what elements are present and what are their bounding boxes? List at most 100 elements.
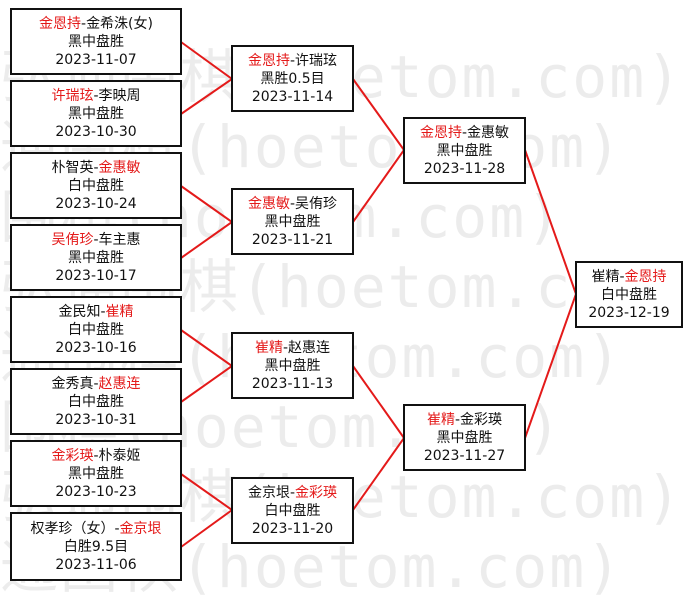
player-two-name: 赵惠连	[288, 339, 331, 356]
player-one-name: 权孝珍（女）	[30, 520, 115, 537]
vs-separator: -	[461, 124, 468, 141]
matchup-line: 金惠敏-吴侑珍	[233, 195, 352, 213]
connector-line	[180, 41, 234, 115]
game-result: 白中盘胜	[68, 177, 124, 194]
game-result: 黑中盘胜	[68, 105, 124, 122]
player-two-name: 车主惠	[98, 231, 141, 248]
connector-line	[180, 329, 234, 403]
player-one-name: 朴智英	[51, 159, 94, 176]
game-result: 黑胜0.5目	[260, 70, 325, 87]
vs-separator: -	[81, 15, 87, 32]
game-result: 白中盘胜	[264, 502, 321, 519]
connector-line	[352, 365, 406, 511]
player-one-name: 崔精	[426, 411, 455, 428]
game-date: 2023-11-06	[55, 556, 137, 573]
player-two-name: 赵惠连	[98, 375, 141, 392]
matchup-line: 权孝珍（女）-金京垠	[12, 520, 180, 538]
game-result: 黑中盘胜	[264, 357, 321, 374]
player-one-name: 金彩瑛	[51, 447, 94, 464]
matchup-line: 金京垠-金彩瑛	[233, 484, 352, 502]
player-two-name: 朴泰姬	[98, 447, 141, 464]
player-one-name: 崔精	[591, 268, 620, 285]
game-result: 白中盘胜	[68, 393, 124, 410]
game-result: 白中盘胜	[601, 286, 657, 303]
matchup-line: 朴智英-金惠敏	[12, 159, 180, 177]
vs-separator: -	[100, 303, 106, 320]
game-date: 2023-10-30	[55, 123, 137, 140]
player-one-name: 金恩持	[419, 124, 462, 141]
game-result: 白胜9.5目	[63, 538, 129, 555]
player-two-name: 金惠敏	[98, 159, 141, 176]
player-one-name: 金恩持	[247, 52, 290, 69]
player-one-name: 崔精	[254, 339, 283, 356]
player-two-name: 金彩瑛	[295, 484, 338, 501]
game-result: 黑中盘胜	[436, 142, 493, 159]
player-two-name: 崔精	[105, 303, 134, 320]
player-one-name: 金恩持	[39, 15, 81, 32]
matchup-line: 金恩持-金希洙(女)	[12, 15, 180, 33]
game-result: 黑中盘胜	[68, 33, 124, 50]
game-date: 2023-11-13	[251, 375, 334, 392]
matchup-line: 吴侑珍-车主惠	[12, 231, 180, 249]
vs-separator: -	[114, 520, 120, 537]
game-date: 2023-10-24	[55, 195, 137, 212]
game-date: 2023-11-07	[55, 51, 137, 68]
player-two-name: 金京垠	[119, 520, 162, 537]
vs-separator: -	[93, 447, 99, 464]
game-result: 黑中盘胜	[68, 249, 124, 266]
game-date: 2023-11-20	[251, 520, 334, 537]
game-date: 2023-11-27	[423, 447, 506, 464]
player-one-name: 金惠敏	[247, 195, 290, 212]
player-one-name: 吴侑珍	[51, 231, 94, 248]
game-date: 2023-10-16	[55, 339, 137, 356]
game-date: 2023-12-19	[588, 304, 670, 321]
player-two-name: 金恩持	[624, 268, 667, 285]
game-date: 2023-10-23	[55, 483, 137, 500]
player-one-name: 金京垠	[247, 484, 290, 501]
player-two-name: 李映周	[98, 87, 141, 104]
connector-line	[524, 149, 578, 439]
player-two-name: 金惠敏	[467, 124, 510, 141]
game-date: 2023-11-21	[251, 231, 334, 248]
game-date: 2023-11-28	[423, 160, 506, 177]
game-date: 2023-11-14	[251, 88, 334, 105]
player-two-name: 许瑞玹	[295, 52, 338, 69]
player-two-name: 金彩瑛	[460, 411, 503, 428]
game-result: 黑中盘胜	[436, 429, 493, 446]
matchup-line: 崔精-赵惠连	[233, 339, 352, 357]
player-two-name: 吴侑珍	[295, 195, 338, 212]
matchup-line: 金民知-崔精	[12, 303, 180, 321]
player-one-name: 许瑞玹	[51, 87, 94, 104]
matchup-line: 崔精-金彩瑛	[405, 411, 524, 429]
vs-separator: -	[93, 159, 99, 176]
vs-separator: -	[289, 484, 296, 501]
vs-separator: -	[93, 375, 99, 392]
vs-separator: -	[289, 52, 296, 69]
player-two-name: 金希洙(女)	[86, 15, 153, 32]
game-result: 黑中盘胜	[68, 465, 124, 482]
vs-separator: -	[93, 87, 99, 104]
matchup-line: 金彩瑛-朴泰姬	[12, 447, 180, 465]
vs-separator: -	[289, 195, 296, 212]
matchup-line: 金恩持-许瑞玹	[233, 52, 352, 70]
matchup-line: 金恩持-金惠敏	[405, 124, 524, 142]
vs-separator: -	[454, 411, 461, 428]
connector-line	[180, 473, 234, 548]
game-result: 黑中盘胜	[264, 213, 321, 230]
player-one-name: 金民知	[58, 303, 101, 320]
